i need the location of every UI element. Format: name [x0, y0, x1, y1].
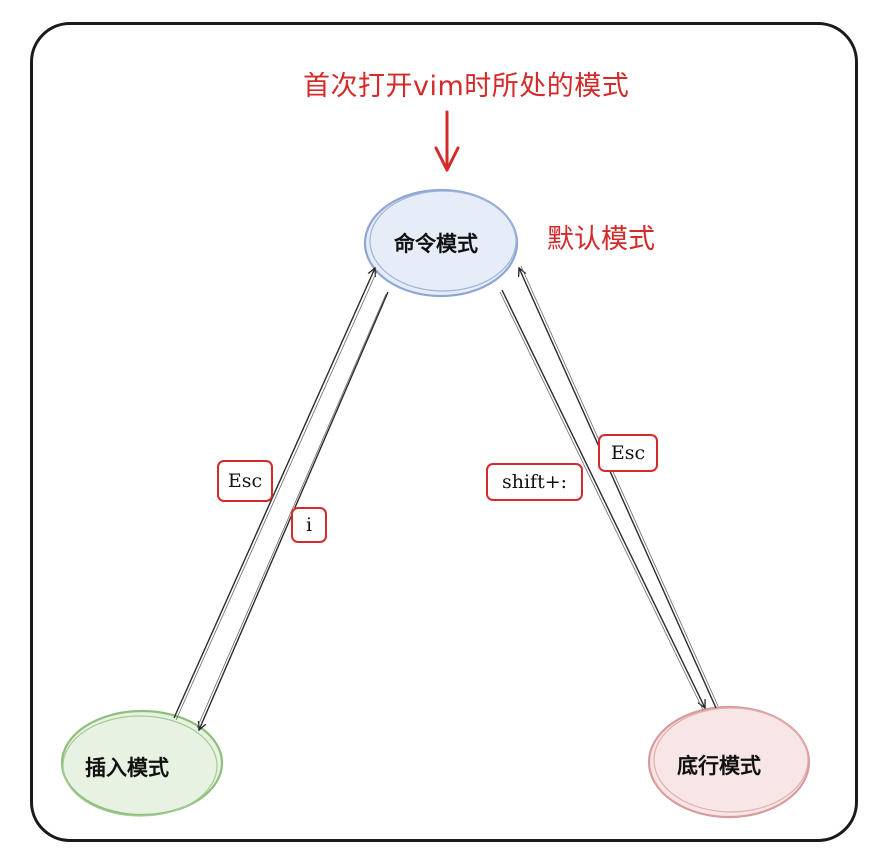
- command-mode-node: [363, 188, 519, 298]
- insert-mode-label: 插入模式: [85, 756, 169, 780]
- command-mode-label: 命令模式: [394, 232, 478, 256]
- last-line-mode-label: 底行模式: [677, 754, 761, 778]
- default-mode-note: 默认模式: [547, 224, 655, 255]
- insert-mode-node: [60, 709, 224, 817]
- diagram-frame: [30, 22, 858, 842]
- initial-mode-note: 首次打开vim时所处的模式: [303, 71, 630, 102]
- i-key-label: i: [291, 507, 327, 543]
- last-line-mode-node: [647, 705, 811, 819]
- shift-colon-key-label: shift+:: [486, 463, 583, 501]
- edge-command-to-lastline: [499, 289, 705, 711]
- edge-insert-to-command: [173, 268, 378, 721]
- esc-key-label-right: Esc: [598, 434, 658, 472]
- esc-key-label-left: Esc: [217, 460, 273, 502]
- edge-lastline-to-command: [519, 265, 719, 709]
- entry-arrow: [434, 110, 460, 172]
